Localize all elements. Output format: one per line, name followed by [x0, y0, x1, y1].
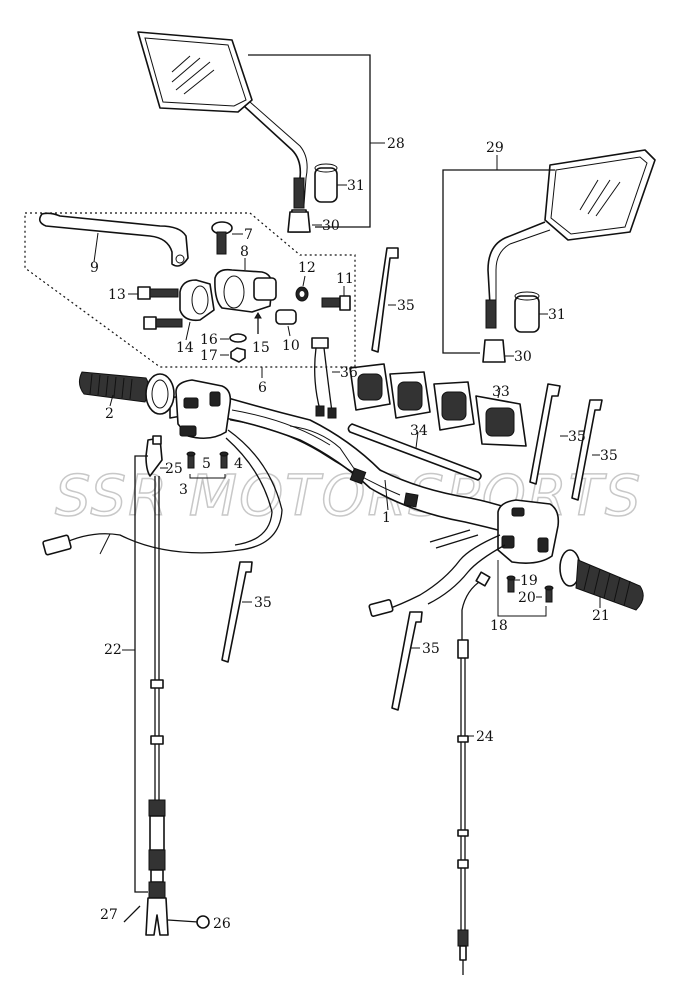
- cotter-27: [123, 905, 141, 923]
- callout-35d: 35: [254, 595, 272, 611]
- screw-4: [219, 451, 229, 469]
- callout-27: 27: [100, 907, 118, 923]
- callout-1: 1: [382, 510, 391, 526]
- screw-20: [544, 585, 554, 603]
- left-wire-harness: [59, 429, 283, 554]
- bolt-7: [211, 221, 233, 255]
- callout-12: 12: [298, 260, 316, 276]
- callout-16: 16: [200, 332, 218, 348]
- callout-36: 36: [340, 365, 358, 381]
- bar-pad-34: [347, 423, 482, 481]
- bracket-29: [442, 169, 555, 354]
- grip-set-33: [349, 363, 527, 447]
- bolt-13b: [143, 316, 183, 330]
- right-mirror: [485, 149, 656, 329]
- callout-29: 29: [486, 140, 504, 156]
- washer-12: [295, 286, 309, 302]
- callout-25: 25: [165, 461, 183, 477]
- callout-21: 21: [592, 608, 610, 624]
- tie-wrap-3: [571, 399, 603, 501]
- clamp-14: [179, 279, 215, 322]
- callout-8: 8: [240, 244, 249, 260]
- callout-20: 20: [518, 590, 536, 606]
- master-cylinder-8: [214, 268, 277, 313]
- screw-5: [186, 451, 196, 469]
- callout-18: 18: [490, 618, 508, 634]
- callout-35c: 35: [600, 448, 618, 464]
- callout-31b: 31: [548, 307, 566, 323]
- left-mirror: [137, 31, 309, 233]
- callout-14: 14: [176, 340, 194, 356]
- callout-3: 3: [179, 482, 188, 498]
- banjo-bolt-11: [321, 295, 351, 311]
- callout-4: 4: [234, 456, 243, 472]
- callout-22: 22: [104, 642, 122, 658]
- nut-17: [230, 347, 246, 363]
- tie-wrap-5: [391, 611, 423, 711]
- bolt-13: [137, 286, 179, 300]
- callout-5: 5: [202, 456, 211, 472]
- switch-10: [275, 309, 297, 325]
- callout-10: 10: [282, 338, 300, 354]
- right-connector: [368, 599, 394, 617]
- callout-30a: 30: [322, 218, 340, 234]
- right-grip: [559, 549, 644, 611]
- right-wire-harness: [384, 534, 501, 611]
- callout-13: 13: [108, 287, 126, 303]
- callout-26: 26: [213, 916, 231, 932]
- callout-24: 24: [476, 729, 494, 745]
- right-mirror-nut-30: [482, 339, 506, 363]
- callout-9: 9: [90, 260, 99, 276]
- pin-26: [167, 915, 210, 929]
- callout-labels: 1 2 3 4 5 6 7 8 9 10 11 12 13 14 15 16 1…: [90, 136, 618, 932]
- callout-15: 15: [252, 340, 270, 356]
- callout-19: 19: [520, 573, 538, 589]
- callout-7: 7: [244, 227, 253, 243]
- callout-11: 11: [336, 271, 354, 287]
- callout-33: 33: [492, 384, 510, 400]
- left-grip: [78, 371, 175, 415]
- left-mirror-nut-30: [287, 211, 311, 233]
- callout-30b: 30: [514, 349, 532, 365]
- callout-35e: 35: [422, 641, 440, 657]
- callout-34: 34: [410, 423, 428, 439]
- right-mirror-cap-31: [514, 291, 540, 333]
- tie-wrap-2: [529, 383, 561, 485]
- bracket-28: [248, 54, 371, 228]
- callout-17: 17: [200, 348, 218, 364]
- callout-6: 6: [258, 380, 267, 396]
- tie-wrap-1: [371, 247, 399, 353]
- callout-28: 28: [387, 136, 405, 152]
- left-mirror-cap-31: [314, 163, 338, 203]
- left-connector: [42, 534, 72, 556]
- washer-16: [229, 333, 247, 343]
- brake-lever: [38, 212, 189, 267]
- screw-19: [506, 575, 516, 593]
- tie-wrap-4: [221, 561, 253, 663]
- brake-assembly-outline: [24, 212, 356, 368]
- callout-35b: 35: [568, 429, 586, 445]
- bracket-22: [134, 455, 148, 893]
- callout-35a: 35: [397, 298, 415, 314]
- throttle-cable-24: [457, 571, 491, 975]
- left-switch-housing: [175, 379, 232, 440]
- callout-2: 2: [105, 406, 114, 422]
- cable-22: [145, 435, 169, 936]
- right-switch-housing: [497, 499, 560, 564]
- connector-36: [311, 337, 337, 419]
- callout-31a: 31: [347, 178, 365, 194]
